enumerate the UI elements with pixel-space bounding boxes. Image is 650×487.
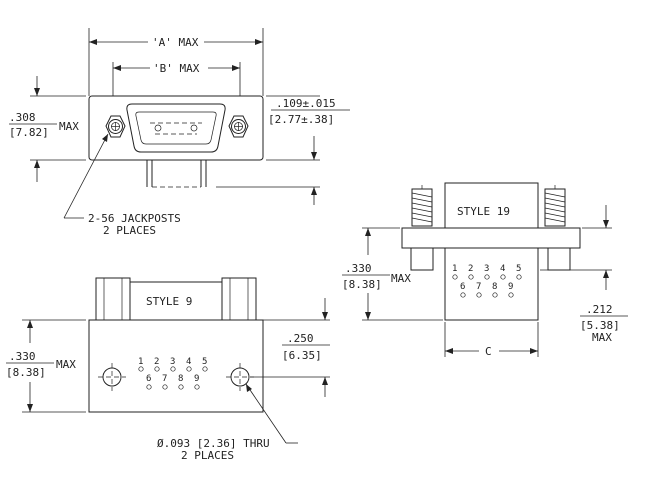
style19-flange [401,227,581,249]
jackpost-left [105,115,126,138]
style19-height-mm: [8.38] [342,278,382,291]
style9-pin-label: 4 [186,357,191,367]
jackposts-note-line2: 2 PLACES [103,224,156,237]
style9-pin-label: 5 [202,357,207,367]
style19-pin-body [444,247,539,321]
style9-offset-mm: [6.35] [282,349,322,362]
style19-jackpost-right [544,185,566,227]
jackpost-right [228,115,249,138]
style19-pin-label: 5 [516,264,521,274]
style19-pin-label: 8 [492,282,497,292]
style19-pin-label: 6 [460,282,465,292]
hole-note-line2: 2 PLACES [181,449,234,462]
style19-pin-label: 1 [452,264,457,274]
style9-height-mm: [8.38] [6,366,46,379]
style19-pin-label: 3 [484,264,489,274]
style9-pin-label: 3 [170,357,175,367]
style9-view: STYLE 9 1 2 3 4 5 6 7 8 9 .3 [6,277,330,462]
style9-height-max: MAX [56,358,76,371]
style19-height-max: MAX [391,272,411,285]
dim-a-label: 'A' MAX [152,36,199,49]
flange-109-in: .109±.015 [276,97,336,110]
style9-pin-label: 6 [146,374,151,384]
style19-depth-in: .212 [586,303,613,316]
style19-height-in: .330 [345,262,372,275]
height-308-in: .308 [9,111,36,124]
top-flange [88,95,264,161]
style19-label: STYLE 19 [457,205,510,218]
style9-pin-label: 8 [178,374,183,384]
style19-depth-mm: [5.38] [580,319,620,332]
top-d-shell [126,103,226,153]
style9-height-in: .330 [9,350,36,363]
style9-hole-left [98,363,126,391]
style9-pin-label: 9 [194,374,199,384]
dim-b-label: 'B' MAX [153,62,200,75]
style9-pin-label: 1 [138,357,143,367]
style9-offset-in: .250 [287,332,314,345]
style19-pin-label: 7 [476,282,481,292]
style9-pin-label: 2 [154,357,159,367]
style9-pin-label: 7 [162,374,167,384]
style19-depth-max: MAX [592,331,612,344]
style19-pin-label: 2 [468,264,473,274]
dim-c-label: C [485,345,492,358]
height-308-max: MAX [59,120,79,133]
style9-body [88,319,264,413]
top-view: 'A' MAX 'B' MAX [9,28,350,237]
hole-note-line1: Ø.093 [2.36] THRU [157,437,270,450]
style9-label: STYLE 9 [146,295,192,308]
style19-jackpost-left [411,185,433,227]
style19-view: STYLE 19 1 2 3 4 5 6 7 8 9 .330 [8.38] M… [342,182,628,358]
style9-jackpost-left [95,277,131,321]
style9-jackpost-right [221,277,257,321]
flange-109-mm: [2.77±.38] [268,113,334,126]
style9-hole-right [226,363,254,391]
style19-pin-label: 9 [508,282,513,292]
style19-pin-label: 4 [500,264,505,274]
height-308-mm: [7.82] [9,126,49,139]
jackposts-note-line1: 2-56 JACKPOSTS [88,212,181,225]
